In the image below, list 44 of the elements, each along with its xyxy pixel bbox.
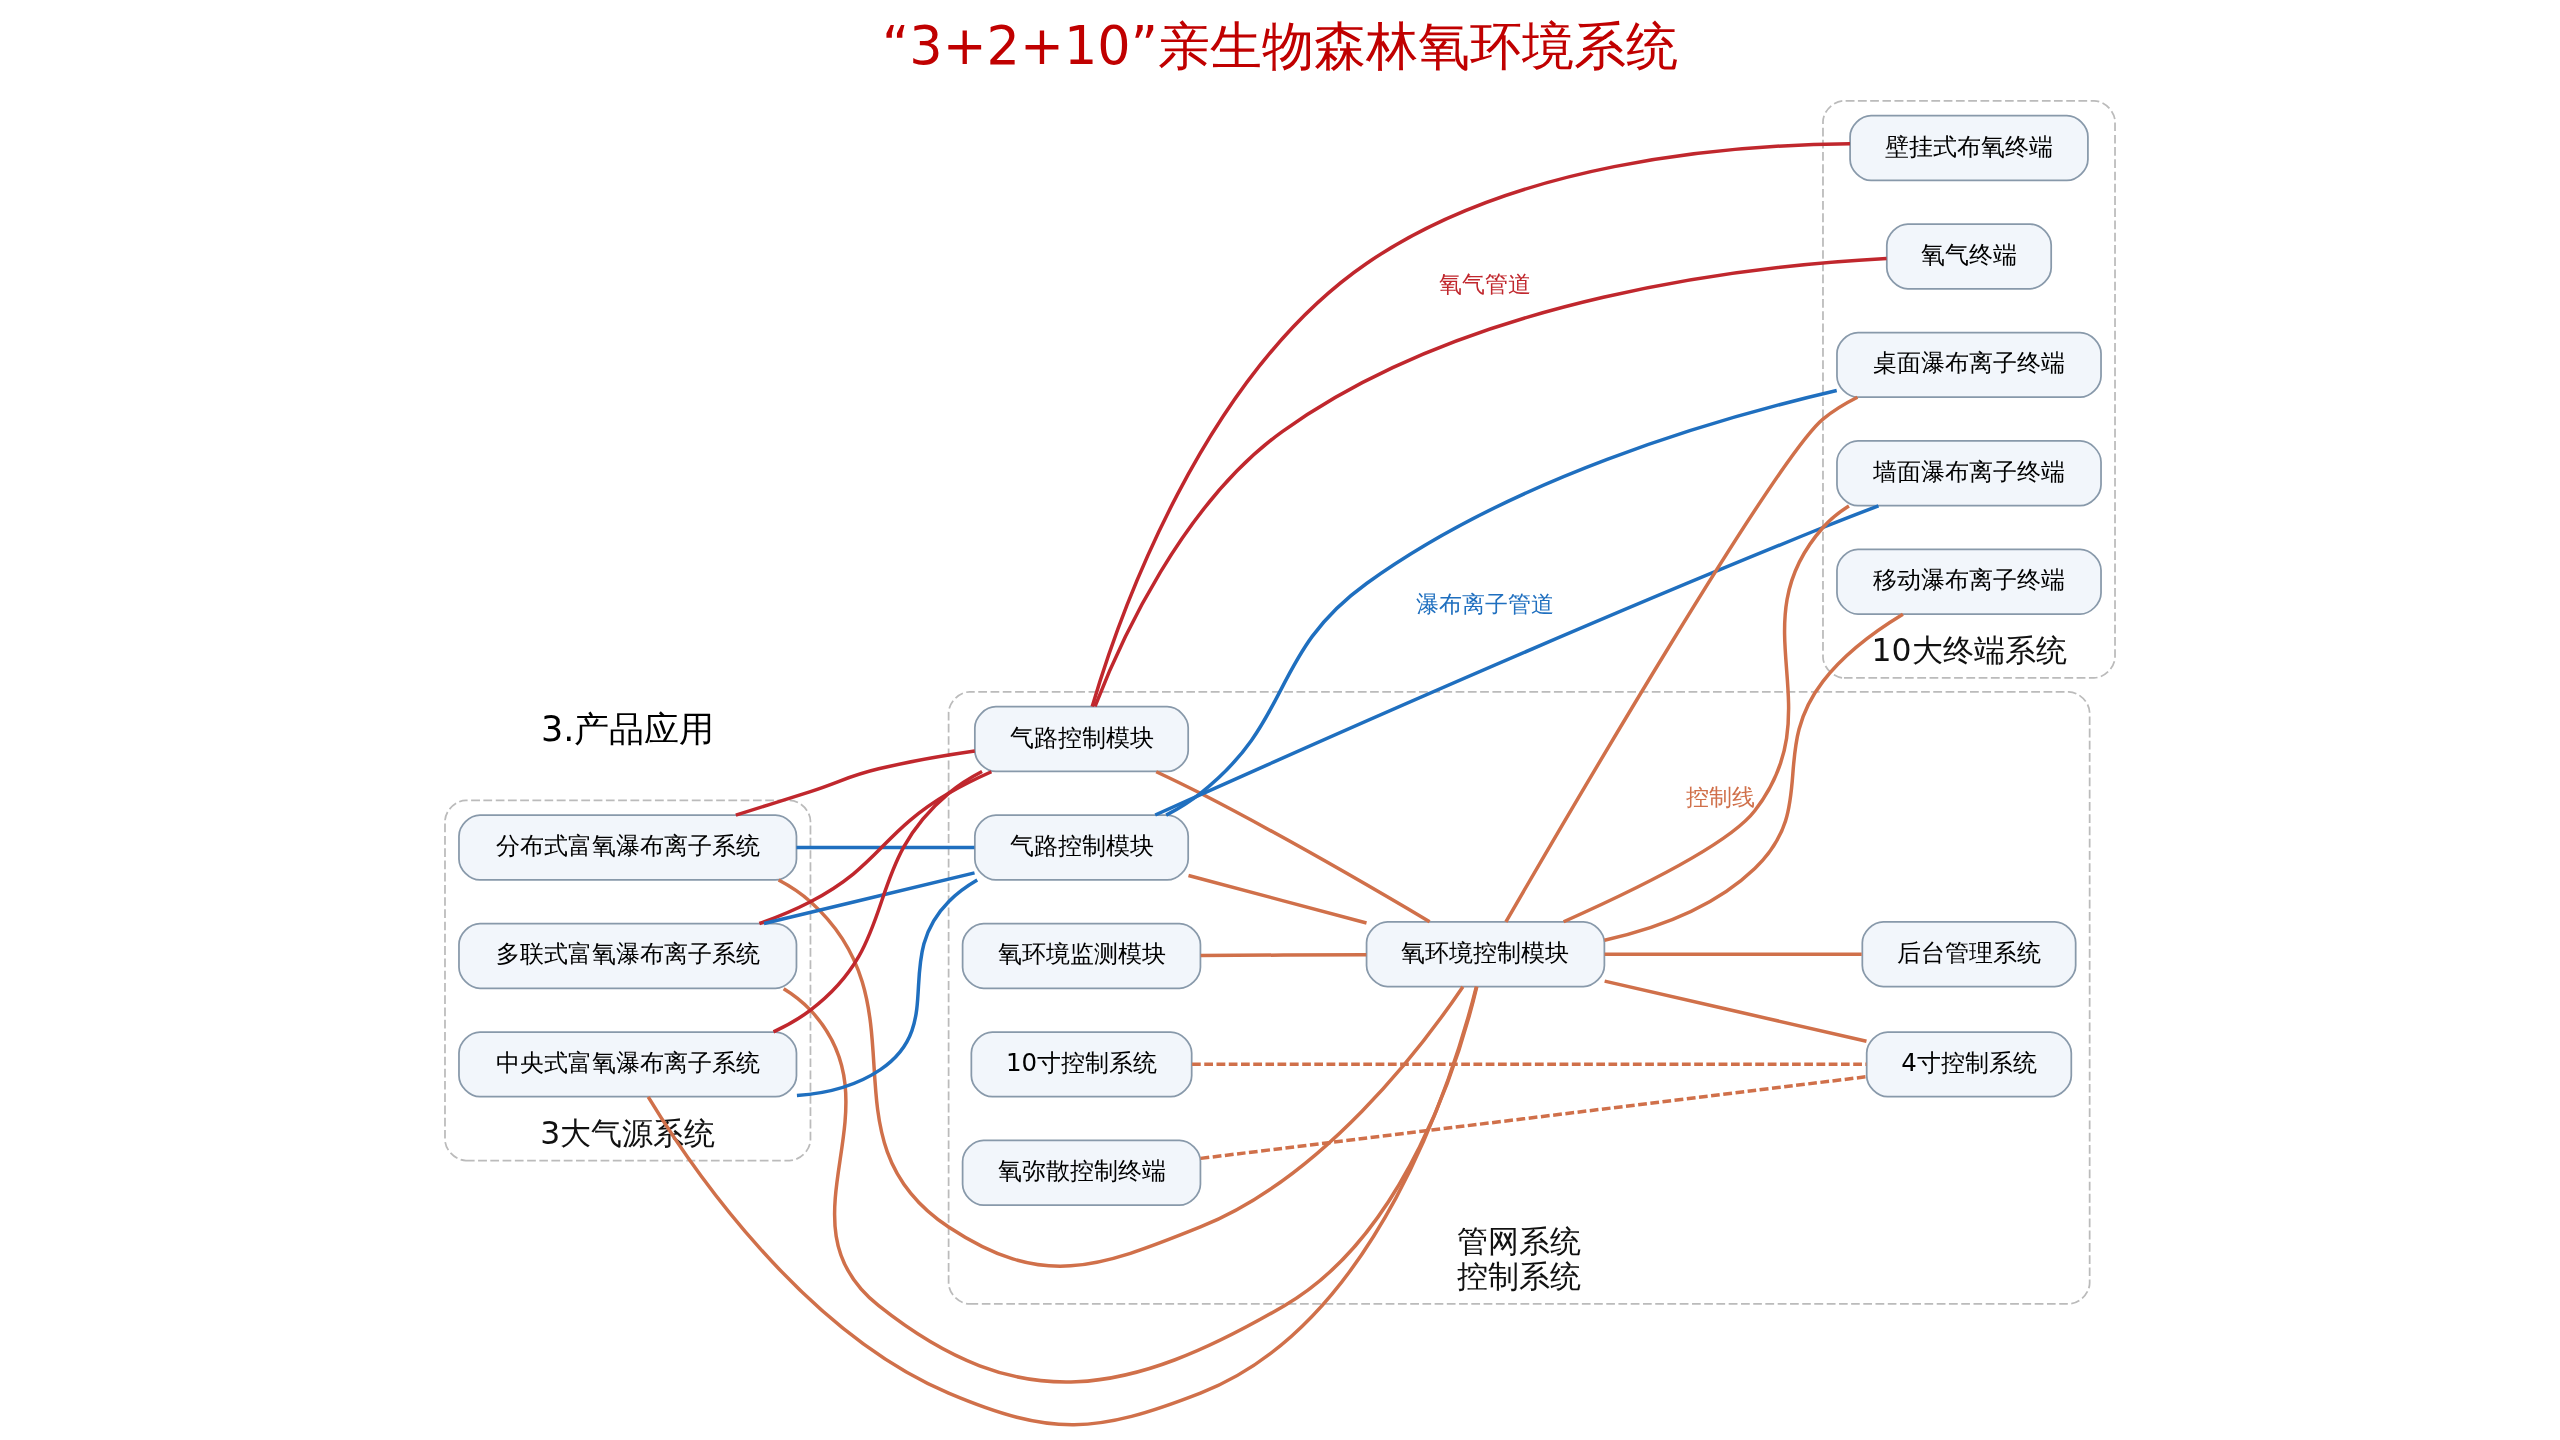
node-box: 10寸控制系统 [970,1031,1193,1098]
connector [1192,1062,1867,1067]
diagram-title: “3+2+10”亲生物森林氧环境系统 [882,15,1678,77]
node-box: 中央式富氧瀑布离子系统 [458,1031,798,1098]
connector [1090,142,1851,707]
edge-label: 瀑布离子管道 [1416,591,1555,618]
connector [1200,952,1367,958]
connector [782,986,1479,1384]
connector [1165,388,1838,817]
connector [1604,952,1862,956]
connector [1154,504,1880,817]
connector [763,871,975,926]
connector [1504,395,1859,923]
node-box: 氧环境控制模块 [1365,920,1606,988]
connector [1604,612,1904,942]
connector [796,845,975,850]
edge-label: 氧气管道 [1439,271,1532,298]
node-box: 氧弥散控制终端 [961,1139,1202,1206]
node-box: 氧气终端 [1885,223,2053,290]
node-box: 壁挂式布氧终端 [1849,114,2089,182]
connector [758,770,993,926]
node-box: 桌面瀑布离子终端 [1836,331,2102,399]
connector [796,878,979,1098]
connector [777,878,1465,1268]
connector [1155,770,1431,924]
connector [772,769,983,1034]
connector [1188,873,1367,925]
edge-label: 控制线 [1686,783,1756,810]
node-box: 4寸控制系统 [1865,1031,2073,1098]
connector [1200,1075,1867,1161]
node-box: 气路控制模块 [973,814,1190,881]
node-box: 分布式富氧瀑布离子系统 [458,814,798,881]
node-box: 墙面瀑布离子终端 [1836,440,2102,507]
connector [646,986,1478,1427]
connector [1604,979,1867,1043]
node-box: 氧环境监测模块 [961,922,1202,990]
connector [735,749,975,817]
node-box: 气路控制模块 [973,705,1190,773]
node-box: 多联式富氧瀑布离子系统 [458,922,798,990]
connector [1562,504,1850,924]
connector [1093,256,1887,708]
label: 3.产品应用 [541,708,715,749]
node-box: 后台管理系统 [1861,920,2077,988]
node-box: 移动瀑布离子终端 [1836,548,2102,615]
